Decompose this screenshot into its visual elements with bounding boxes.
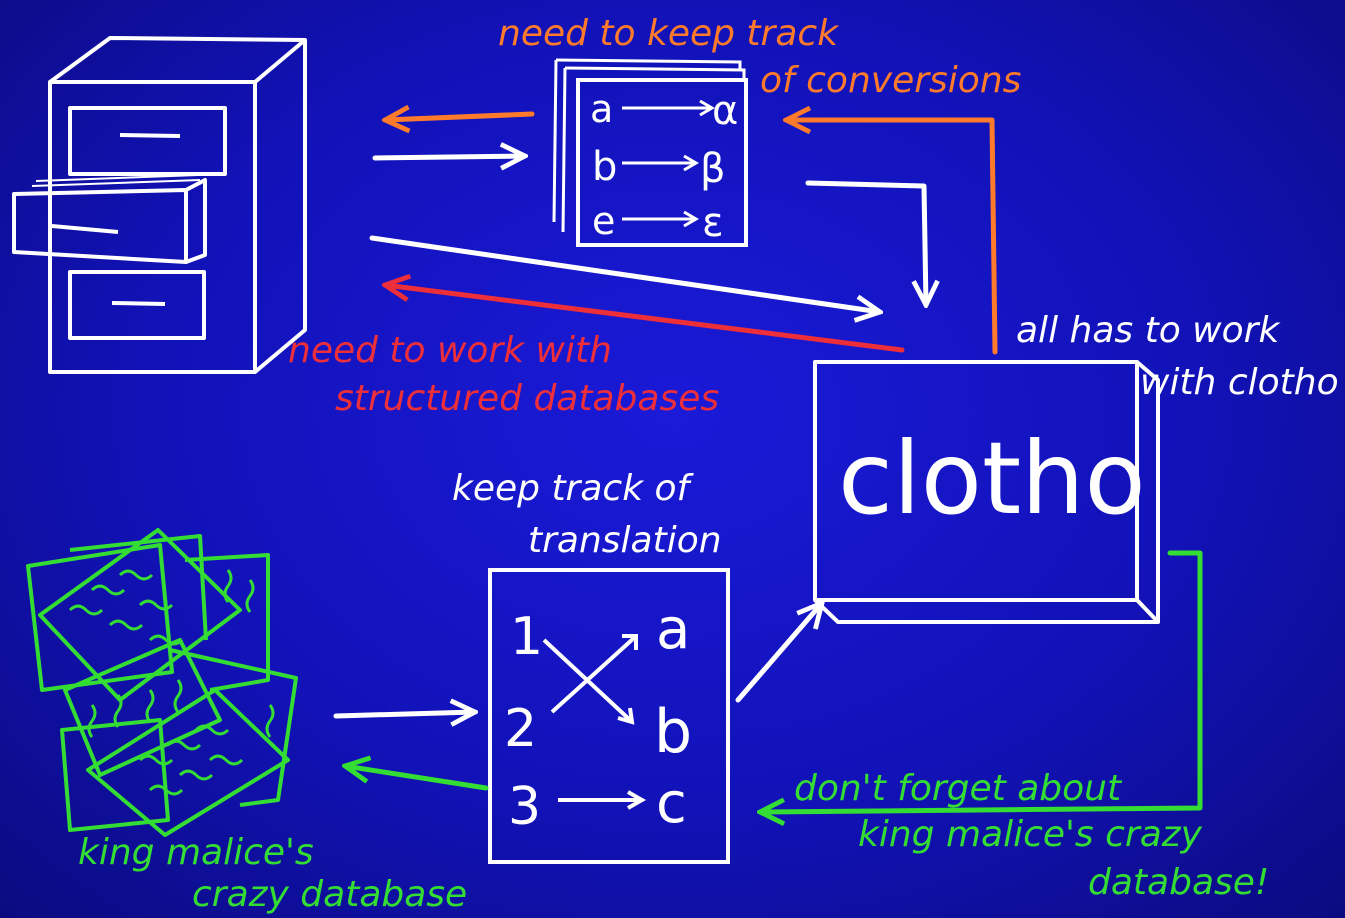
conversion-from-a: a (590, 87, 613, 131)
clotho-label: clotho (838, 420, 1146, 537)
structured-note-line1: need to work with (288, 330, 612, 371)
arrow-clotho-to-conversions (786, 120, 995, 352)
conversion-to-epsilon: ε (702, 200, 724, 246)
crazy-db-note-line2: crazy database (192, 874, 467, 915)
conversion-to-beta: β (700, 146, 726, 192)
paper-pile-icon (28, 530, 296, 835)
structured-note-line2: structured databases (335, 378, 719, 419)
clotho-note-line2: with clotho (1140, 362, 1339, 403)
conversion-to-alpha: α (712, 88, 738, 134)
conversions-note-line1: need to keep track (498, 13, 840, 54)
forget-note-line2: king malice's crazy (858, 814, 1203, 855)
forget-note-line1: don't forget about (794, 768, 1123, 809)
arrow-translation-to-pile (345, 766, 486, 788)
arrow-conversions-to-clotho (808, 183, 926, 305)
arrow-pile-to-translation (336, 712, 475, 716)
translation-note-line1: keep track of (452, 468, 695, 509)
arrow-translation-to-clotho (738, 603, 822, 700)
translation-right-a: a (656, 597, 690, 662)
conversion-from-b: b (592, 144, 617, 190)
translation-right-c: c (656, 771, 687, 836)
translation-note-line2: translation (528, 520, 722, 561)
filing-cabinet-icon (14, 38, 305, 372)
clotho-note-line1: all has to work (1016, 310, 1281, 351)
arrow-cabinet-to-conversions (375, 156, 525, 158)
translation-left-1: 1 (510, 607, 543, 667)
translation-right-b: b (654, 697, 692, 767)
forget-note-line3: database! (1088, 862, 1269, 903)
translation-left-3: 3 (508, 777, 541, 837)
conversion-from-e: e (592, 199, 615, 243)
translation-left-2: 2 (504, 699, 537, 759)
arrow-conversions-to-cabinet (385, 114, 532, 120)
crazy-db-note-line1: king malice's (78, 832, 314, 873)
arrow-cabinet-to-clotho (372, 238, 880, 312)
conversions-note-line2: of conversions (760, 60, 1021, 101)
